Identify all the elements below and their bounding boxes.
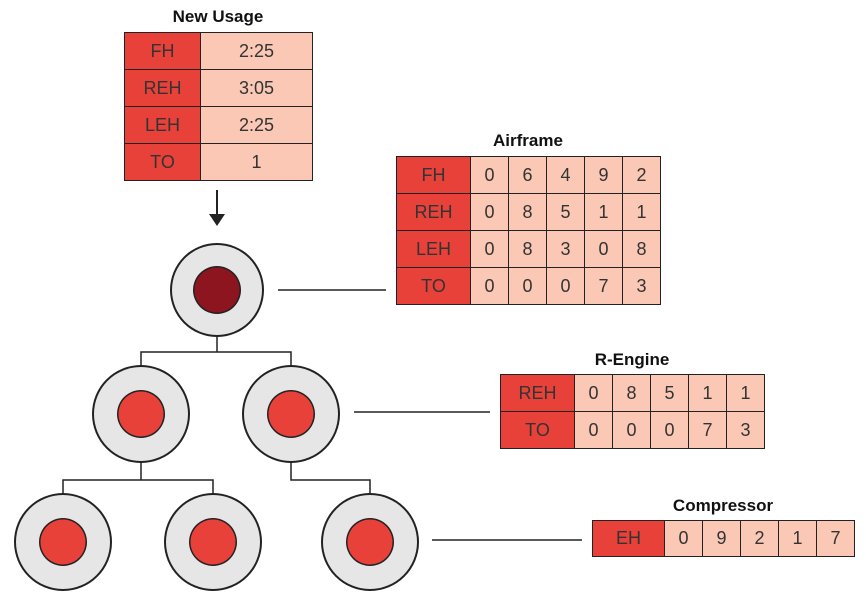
digit-cell: 0: [612, 411, 651, 449]
airframe-label-reh: REH: [396, 193, 471, 231]
digit-cell: 1: [688, 374, 727, 412]
airframe-label-fh: FH: [396, 156, 471, 194]
digit-cell: 8: [508, 193, 547, 231]
digit-cell: 0: [650, 411, 689, 449]
digit-cell: 6: [508, 156, 547, 194]
new-usage-label-to: TO: [124, 143, 201, 181]
table-row: REH 0 8 5 1 1: [396, 193, 661, 231]
digit-cell: 2: [622, 156, 661, 194]
digit-cell: 0: [574, 411, 613, 449]
new-usage-value-reh: 3:05: [200, 69, 313, 107]
digit-cell: 4: [546, 156, 585, 194]
digit-cell: 3: [726, 411, 765, 449]
digit-cell: 0: [546, 267, 585, 305]
new-usage-value-leh: 2:25: [200, 106, 313, 144]
r-engine-table: REH 0 8 5 1 1 TO 0 0 0 7 3: [500, 374, 765, 449]
new-usage-label-leh: LEH: [124, 106, 201, 144]
digit-cell: 0: [664, 520, 703, 557]
table-row: LEH 2:25: [124, 106, 313, 144]
tree-node-l-engine-child-2: [164, 493, 262, 591]
new-usage-value-to: 1: [200, 143, 313, 181]
digit-cell: 0: [470, 267, 509, 305]
digit-cell: 3: [622, 267, 661, 305]
digit-cell: 0: [508, 267, 547, 305]
new-usage-value-fh: 2:25: [200, 32, 313, 70]
digit-cell: 1: [778, 520, 817, 557]
connector-left-to-level3: [62, 479, 214, 500]
digit-cell: 0: [470, 230, 509, 268]
r-engine-label-to: TO: [500, 411, 575, 449]
digit-cell: 5: [650, 374, 689, 412]
tree-node-r-engine: [242, 365, 340, 463]
tree-node-compressor: [321, 493, 419, 591]
airframe-table: FH 0 6 4 9 2 REH 0 8 5 1 1 LEH 0 8 3 0 8…: [396, 156, 661, 305]
digit-cell: 0: [470, 193, 509, 231]
r-engine-label-reh: REH: [500, 374, 575, 412]
digit-cell: 8: [508, 230, 547, 268]
digit-cell: 7: [688, 411, 727, 449]
compressor-table: EH 0 9 2 1 7: [592, 520, 855, 557]
digit-cell: 1: [584, 193, 623, 231]
table-row: REH 3:05: [124, 69, 313, 107]
new-usage-label-fh: FH: [124, 32, 201, 70]
table-row: TO 1: [124, 143, 313, 181]
airframe-label-to: TO: [396, 267, 471, 305]
connector-right-to-compressor: [290, 462, 371, 494]
digit-cell: 1: [622, 193, 661, 231]
table-row: LEH 0 8 3 0 8: [396, 230, 661, 268]
digit-cell: 5: [546, 193, 585, 231]
digit-cell: 0: [470, 156, 509, 194]
table-row: REH 0 8 5 1 1: [500, 374, 765, 412]
digit-cell: 8: [622, 230, 661, 268]
digit-cell: 1: [726, 374, 765, 412]
tree-node-root: [170, 243, 264, 337]
new-usage-table: FH 2:25 REH 3:05 LEH 2:25 TO 1: [124, 32, 313, 181]
airframe-label-leh: LEH: [396, 230, 471, 268]
tree-node-l-engine: [92, 365, 190, 463]
digit-cell: 9: [702, 520, 741, 557]
table-row: FH 0 6 4 9 2: [396, 156, 661, 194]
tree-node-l-engine-child-1: [14, 493, 112, 591]
airframe-title: Airframe: [493, 131, 563, 150]
compressor-label-eh: EH: [592, 520, 665, 557]
digit-cell: 0: [574, 374, 613, 412]
new-usage-title: New Usage: [172, 7, 264, 26]
table-row: TO 0 0 0 7 3: [396, 267, 661, 305]
digit-cell: 8: [612, 374, 651, 412]
digit-cell: 7: [584, 267, 623, 305]
table-row: TO 0 0 0 7 3: [500, 411, 765, 449]
connector-root-to-level2: [140, 351, 292, 372]
compressor-title: Compressor: [672, 496, 774, 515]
digit-cell: 0: [584, 230, 623, 268]
r-engine-title: R-Engine: [594, 350, 670, 369]
table-row: EH 0 9 2 1 7: [592, 520, 855, 557]
table-row: FH 2:25: [124, 32, 313, 70]
digit-cell: 7: [816, 520, 855, 557]
digit-cell: 9: [584, 156, 623, 194]
digit-cell: 3: [546, 230, 585, 268]
digit-cell: 2: [740, 520, 779, 557]
arrow-down-icon: [209, 190, 225, 226]
new-usage-label-reh: REH: [124, 69, 201, 107]
